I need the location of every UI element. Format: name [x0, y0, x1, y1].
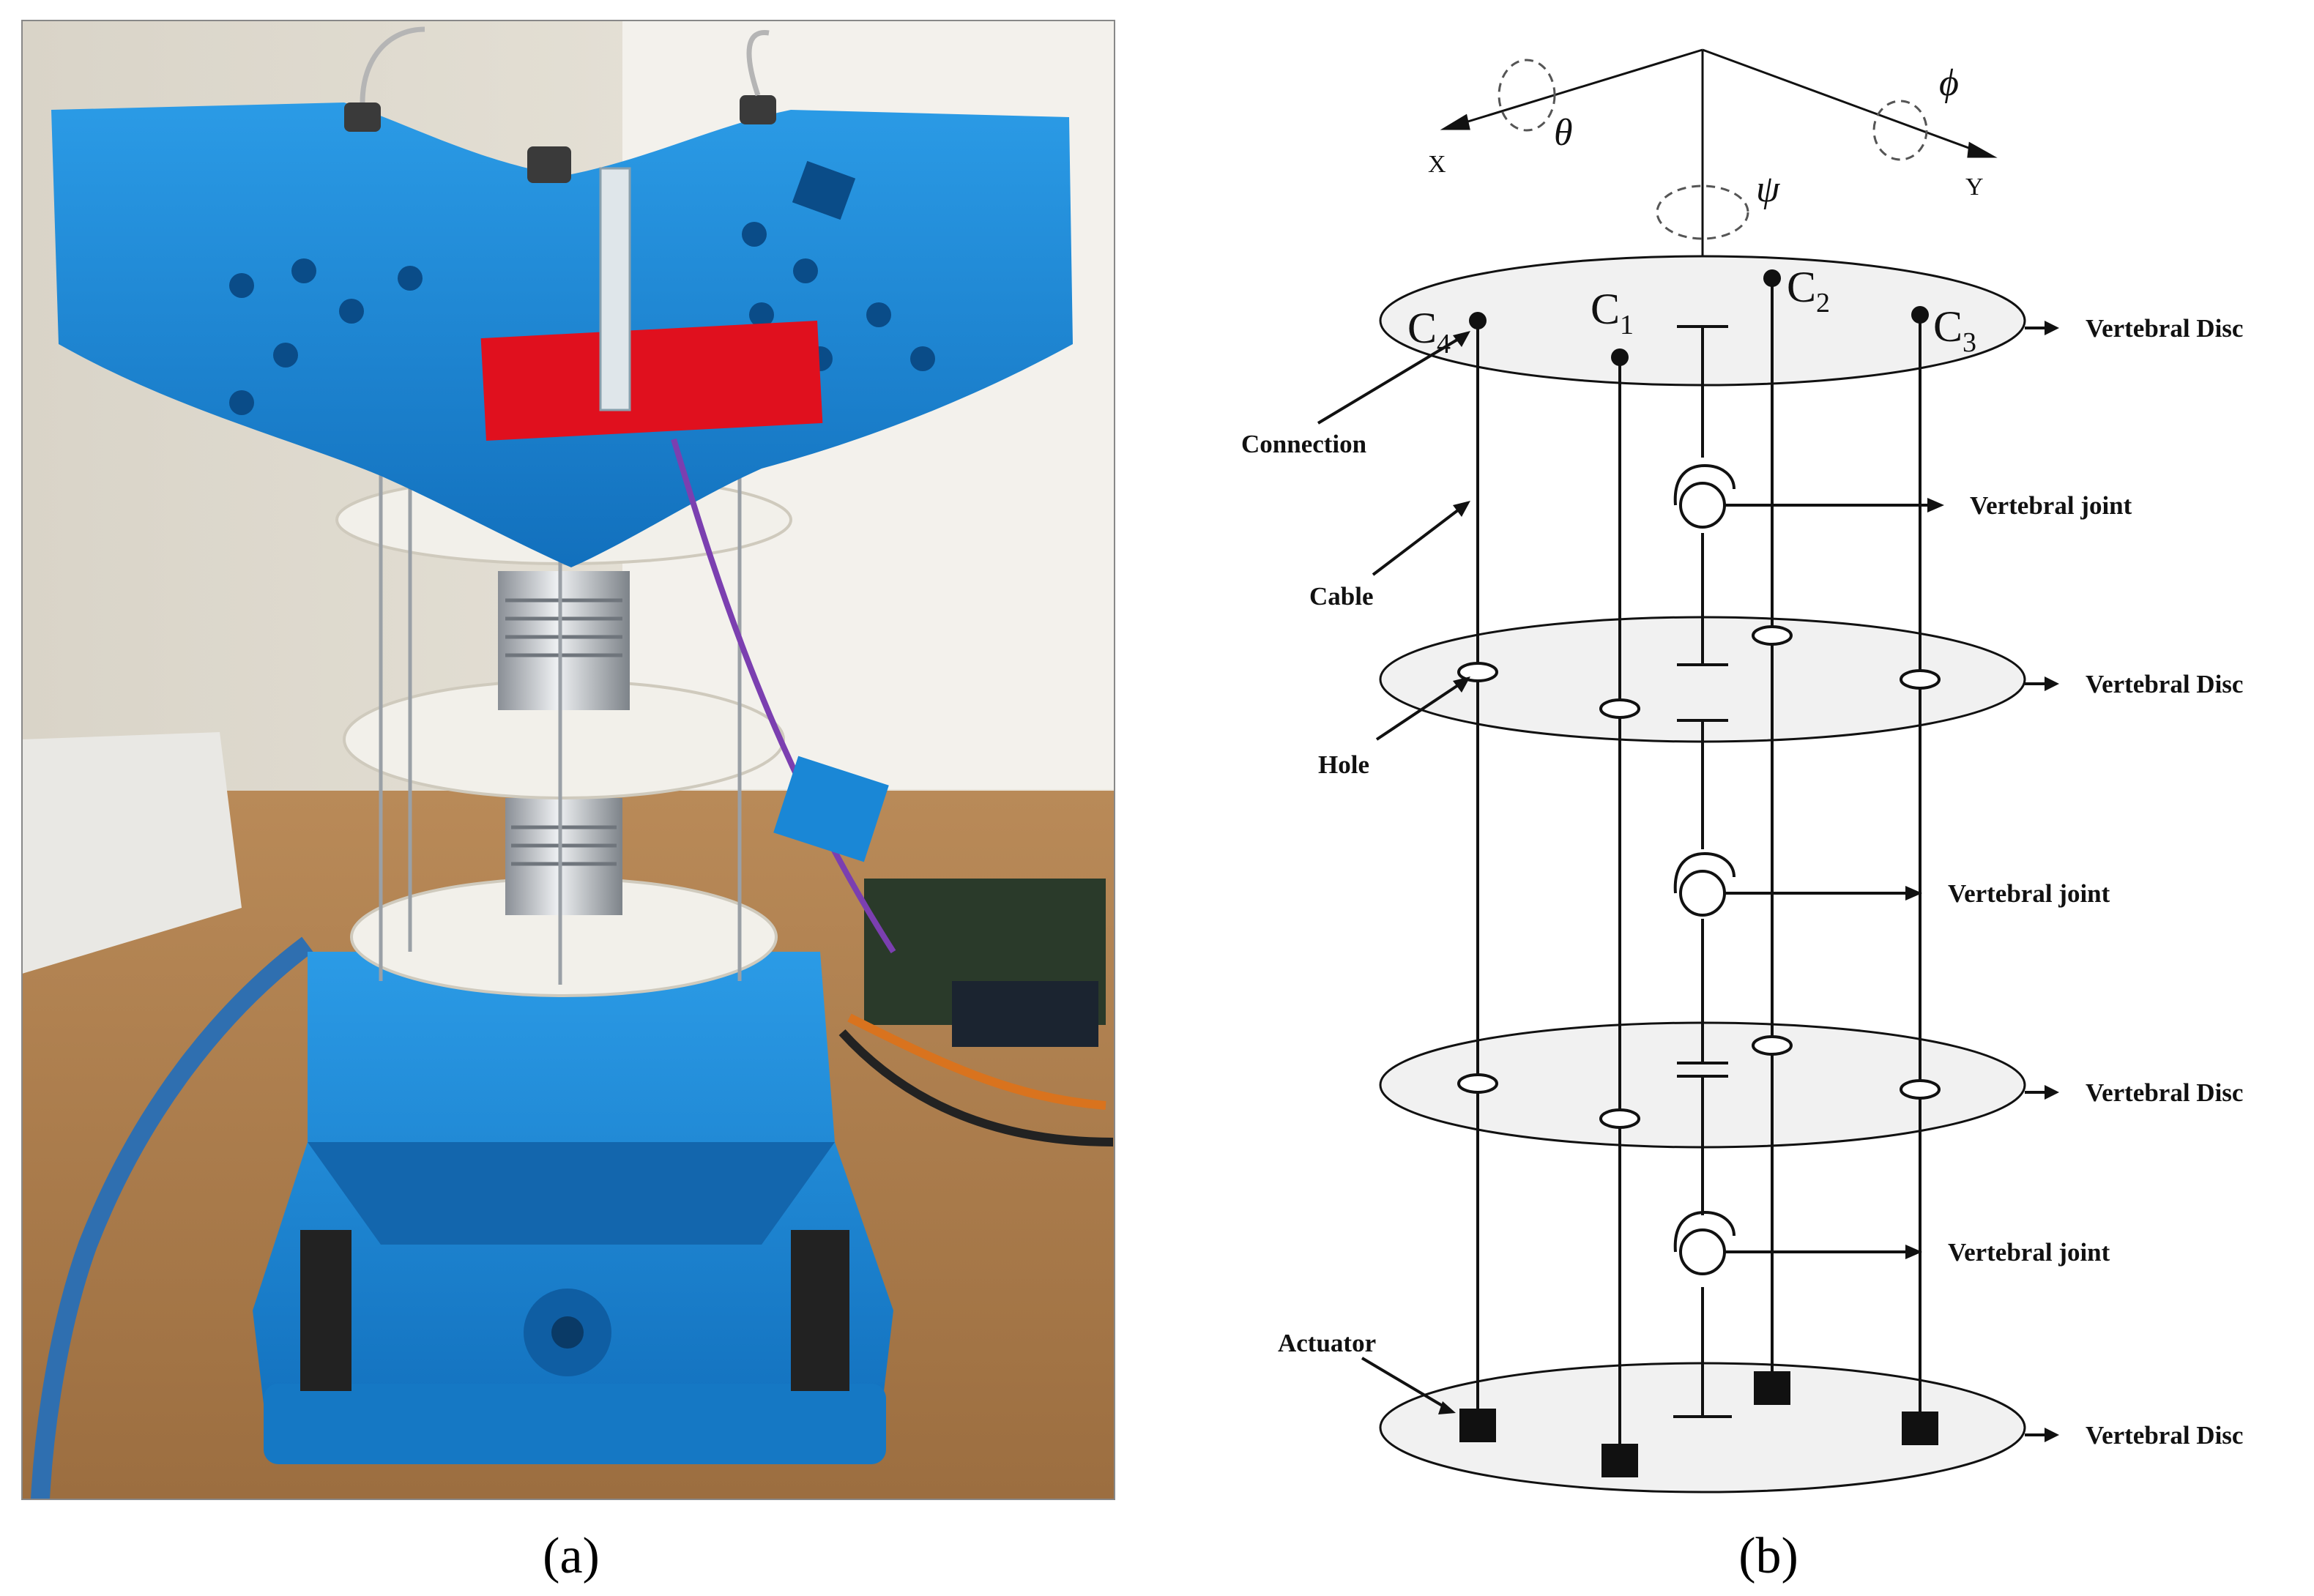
- photo-frame: [21, 20, 1115, 1500]
- connection-c1: [1611, 348, 1629, 366]
- base-port-hole: [551, 1316, 584, 1349]
- actuator-c4: [1459, 1409, 1496, 1442]
- blue-tag: [773, 756, 889, 862]
- vertebral-joint-label-1: Vertebral joint: [1970, 491, 2132, 520]
- theta-symbol: θ: [1554, 112, 1573, 154]
- actuators: [1459, 1371, 1938, 1477]
- photo-panel: [21, 20, 1115, 1500]
- vertebral-joint-3: [1673, 1210, 1911, 1275]
- servo-wire-black: [838, 1029, 1114, 1146]
- joint-arrowheads: [1905, 498, 1944, 1259]
- hole-label: Hole: [1318, 750, 1369, 779]
- flex-sensor-strip: [599, 167, 631, 411]
- vertebral-disc-label-3: Vertebral Disc: [2086, 1078, 2243, 1107]
- photo-circuit-board-2: [952, 981, 1098, 1047]
- red-tape: [480, 321, 823, 441]
- robot-base-foot: [264, 1384, 886, 1464]
- cable-label: Cable: [1309, 582, 1374, 611]
- psi-rotation-icon: [1656, 184, 1749, 240]
- x-axis-line: [1453, 48, 1703, 127]
- middle-coupling: [498, 571, 630, 710]
- cable-c3-label: C3: [1933, 302, 1976, 358]
- actuator-c3: [1902, 1412, 1938, 1445]
- coordinate-frame: [1440, 48, 1998, 283]
- phi-rotation-icon: [1872, 100, 1928, 161]
- cable-c1-label: C1: [1591, 285, 1634, 340]
- connection-c4: [1469, 312, 1487, 329]
- usb-cable: [31, 936, 313, 1500]
- x-axis-label: X: [1428, 151, 1446, 178]
- panel-b-label: (b): [1738, 1528, 1798, 1584]
- shoulder-holes: [229, 222, 935, 415]
- shoulder-slot: [792, 160, 856, 220]
- connection-c3: [1911, 306, 1929, 324]
- vertebral-joint-2: [1673, 851, 1911, 917]
- cable-c2-label: C2: [1787, 263, 1830, 318]
- actuator-c1: [1601, 1444, 1638, 1477]
- disc-holes: [1457, 625, 1941, 1129]
- central-spine: [1673, 325, 1732, 1418]
- top-wire-loop-right: [746, 29, 770, 97]
- panel-a-label: (a): [543, 1528, 600, 1584]
- vertebral-disc-label-1: Vertebral Disc: [2086, 314, 2243, 343]
- cable-connections: [1469, 269, 1929, 366]
- motor-left: [300, 1230, 351, 1391]
- y-axis-arrowhead: [1967, 141, 1998, 158]
- photo-paper-sheet: [22, 732, 242, 974]
- theta-rotation-icon: [1498, 59, 1556, 132]
- top-wire-loop-left: [360, 26, 425, 103]
- disc-arrows: [2025, 321, 2059, 1442]
- x-axis-arrowhead: [1440, 113, 1470, 130]
- vertebral-joint-label-2: Vertebral joint: [1948, 879, 2110, 908]
- motor-right: [791, 1230, 849, 1391]
- vertebral-joint-1: [1673, 463, 1933, 529]
- y-axis-label: Y: [1965, 174, 1984, 201]
- actuator-c2: [1754, 1371, 1790, 1405]
- psi-symbol: ψ: [1756, 168, 1781, 210]
- coupling-grooves: [505, 598, 622, 866]
- cable-c4-label: C4: [1407, 304, 1451, 359]
- lower-coupling: [505, 798, 622, 915]
- robot-base-shadow: [308, 1142, 835, 1245]
- vertebral-disc-label-4: Vertebral Disc: [2086, 1421, 2243, 1450]
- purple-wire: [671, 438, 896, 954]
- cable-lines: [1476, 278, 1921, 1457]
- top-screws: [344, 95, 776, 183]
- connection-c2: [1763, 269, 1781, 287]
- phi-symbol: ϕ: [1939, 62, 1959, 104]
- callout-arrows: [1317, 331, 1470, 1414]
- vertebral-joint-label-3: Vertebral joint: [1948, 1238, 2110, 1267]
- vertebral-disc-label-2: Vertebral Disc: [2086, 670, 2243, 698]
- connection-label: Connection: [1241, 430, 1366, 458]
- servo-wire-orange: [847, 1013, 1106, 1110]
- actuator-label: Actuator: [1278, 1329, 1376, 1357]
- schematic-panel: X Y Z θ ϕ ψ: [1241, 48, 2243, 1494]
- y-axis-line: [1702, 48, 1985, 155]
